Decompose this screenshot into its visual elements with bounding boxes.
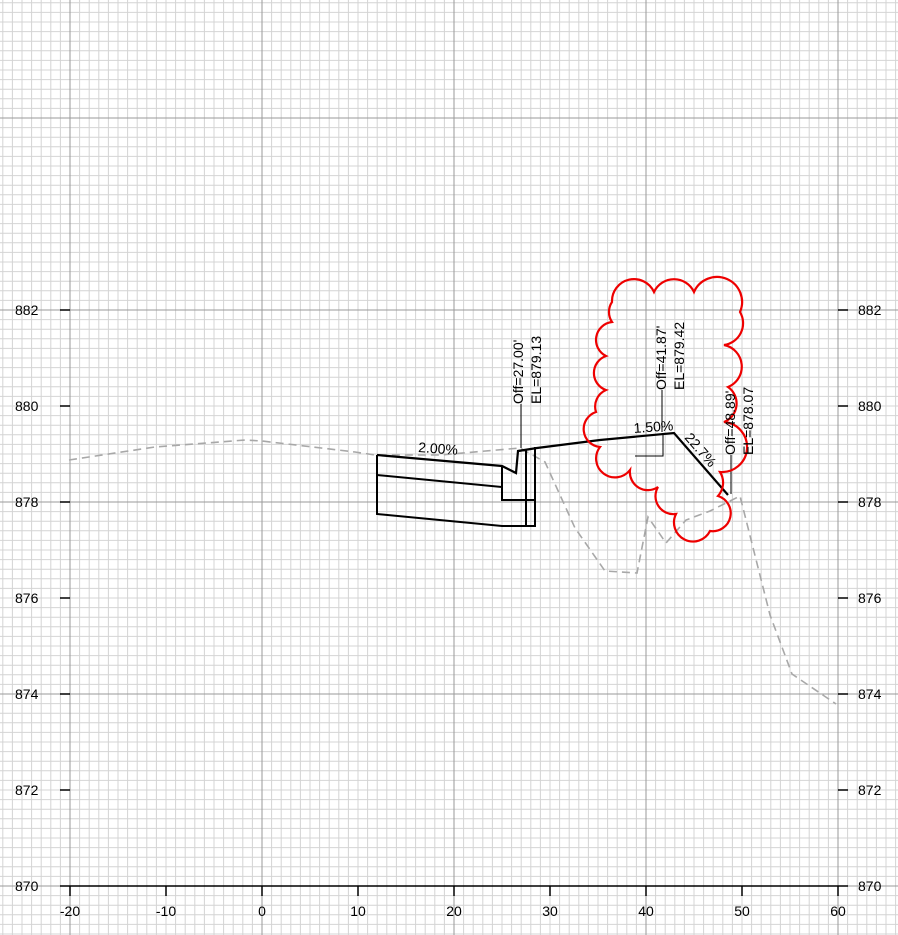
axis-ticks bbox=[60, 309, 848, 896]
y-tick-label-left: 876 bbox=[15, 590, 39, 606]
x-tick-label: 60 bbox=[830, 903, 846, 919]
proposed-section bbox=[376, 431, 729, 527]
y-tick-label-right: 870 bbox=[858, 878, 882, 894]
x-tick-label: 0 bbox=[258, 903, 266, 919]
callout-1-elevation: EL=879.13 bbox=[528, 336, 544, 404]
x-tick-label: 40 bbox=[638, 903, 654, 919]
y-tick-label-right: 882 bbox=[858, 302, 882, 318]
callout-2-elevation: EL=879.42 bbox=[671, 322, 687, 390]
y-tick-label-left: 882 bbox=[15, 302, 39, 318]
x-tick-label: 50 bbox=[734, 903, 750, 919]
y-tick-label-right: 872 bbox=[858, 782, 882, 798]
y-tick-label-left: 870 bbox=[15, 878, 39, 894]
x-tick-label: 30 bbox=[542, 903, 558, 919]
callout-2-offset: Off=41.87' bbox=[653, 326, 669, 390]
x-tick-label: 10 bbox=[350, 903, 366, 919]
y-tick-label-left: 872 bbox=[15, 782, 39, 798]
x-axis-labels: -20 -10 0 10 20 30 40 50 60 bbox=[60, 903, 846, 919]
x-tick-label: -10 bbox=[156, 903, 176, 919]
revision-cloud bbox=[582, 275, 749, 543]
y-tick-label-right: 880 bbox=[858, 398, 882, 414]
callout-3-offset: Off=48.89' bbox=[722, 391, 738, 455]
x-tick-label: -20 bbox=[60, 903, 80, 919]
callout-3-elevation: EL=878.07 bbox=[740, 387, 756, 455]
callout-1-offset: Off=27.00' bbox=[510, 340, 526, 404]
existing-ground-line bbox=[68, 439, 837, 705]
y-tick-label-right: 878 bbox=[858, 494, 882, 510]
x-tick-label: 20 bbox=[446, 903, 462, 919]
slope-label-mid: 1.50% bbox=[633, 417, 674, 436]
y-tick-label-left: 880 bbox=[15, 398, 39, 414]
y-axis-labels-left: 870 872 874 876 878 880 882 bbox=[15, 302, 39, 894]
y-tick-label-right: 874 bbox=[858, 686, 882, 702]
y-tick-label-right: 876 bbox=[858, 590, 882, 606]
y-tick-label-left: 878 bbox=[15, 494, 39, 510]
slope-marker bbox=[635, 435, 664, 457]
y-tick-label-left: 874 bbox=[15, 686, 39, 702]
y-axis-labels-right: 870 872 874 876 878 880 882 bbox=[858, 302, 882, 894]
slope-label-left: 2.00% bbox=[418, 439, 459, 458]
